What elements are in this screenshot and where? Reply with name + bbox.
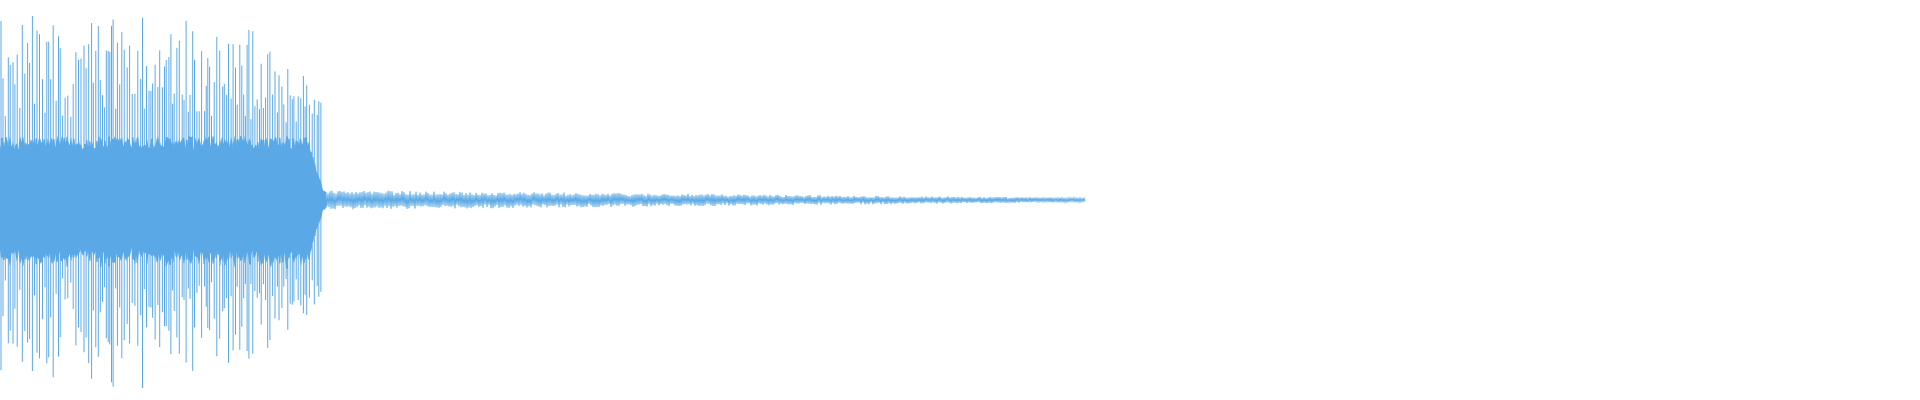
waveform-tail [325,190,1086,210]
waveform-spikes [0,16,322,388]
